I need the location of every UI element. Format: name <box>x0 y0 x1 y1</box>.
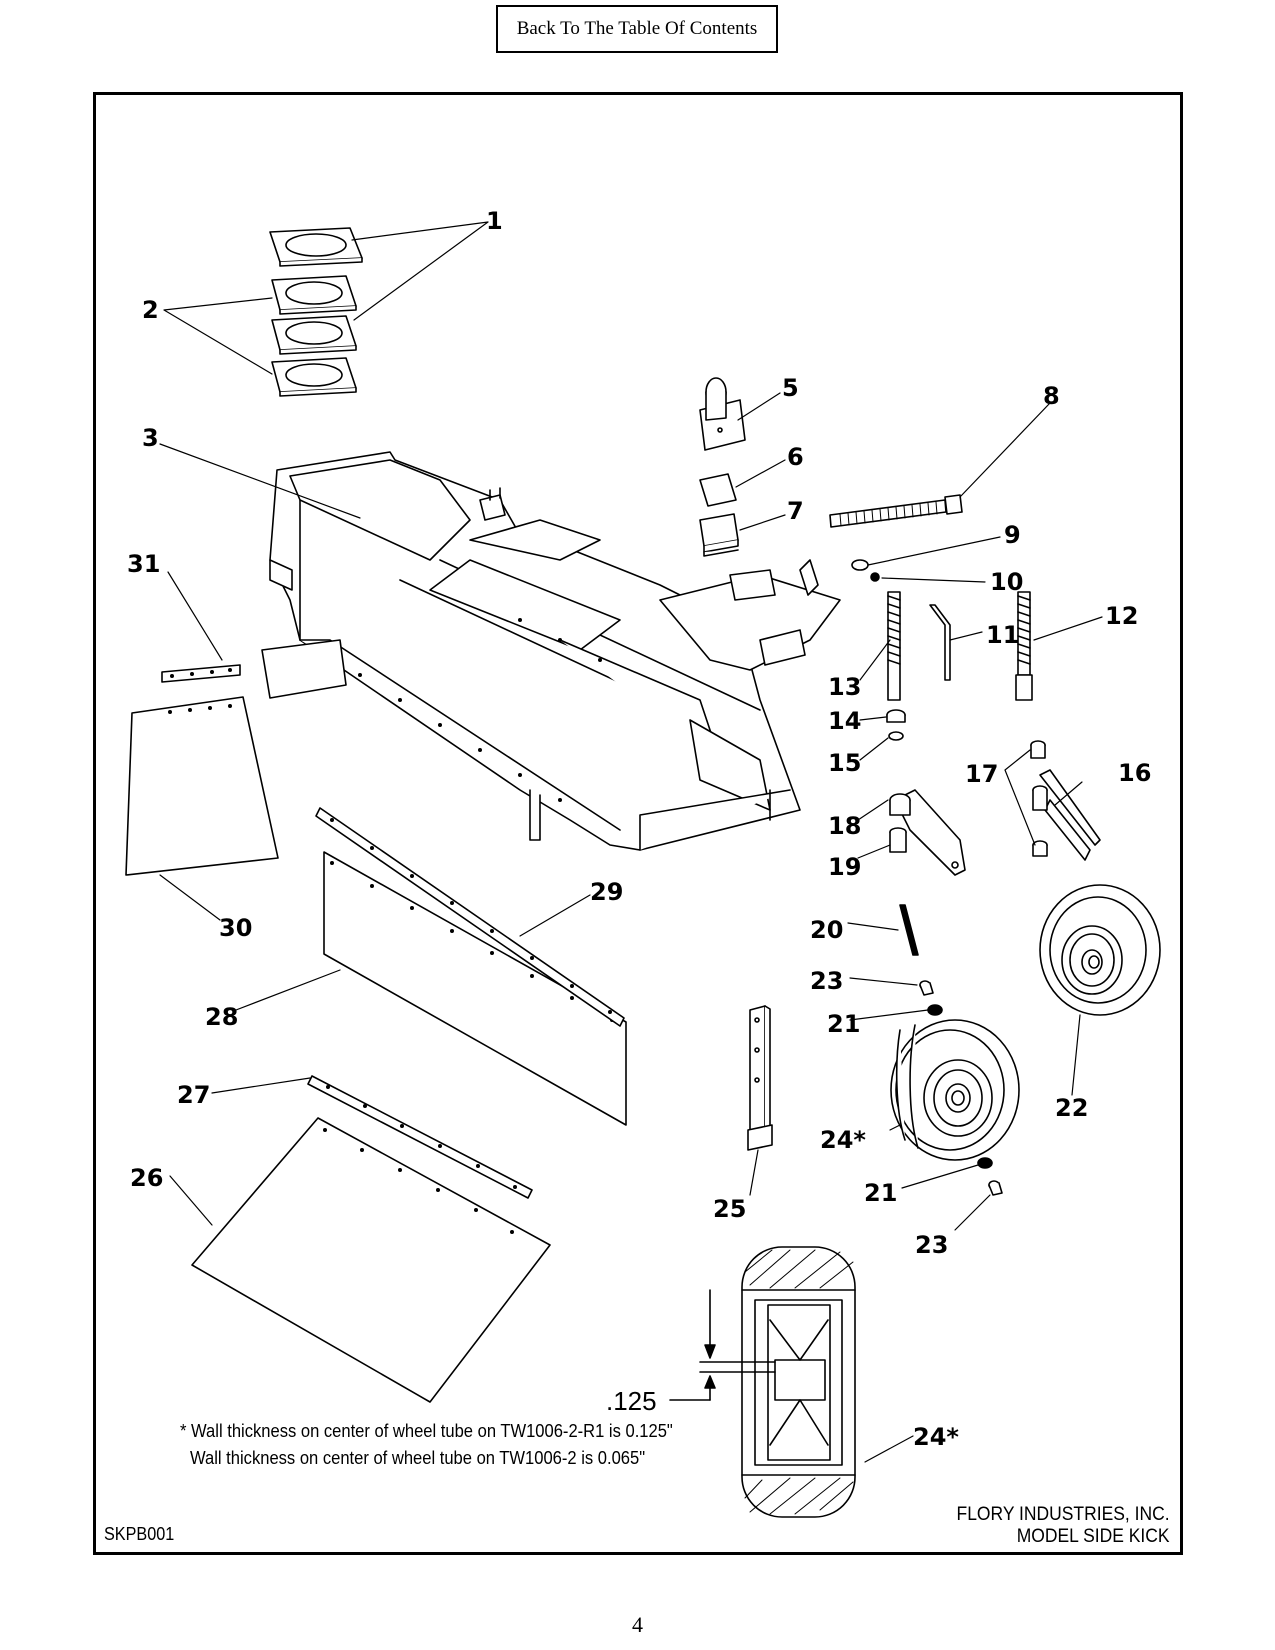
wheel-22 <box>1039 884 1161 1016</box>
rear-bracket <box>479 487 506 521</box>
drawing-frame <box>93 92 1183 1555</box>
callout-14: 14 <box>828 707 861 735</box>
axle-nut-top <box>927 1004 943 1016</box>
dimension-label: .125 <box>606 1386 657 1416</box>
clamp-strip-31 <box>161 664 241 683</box>
axle-bolt <box>899 904 919 956</box>
callout-28: 28 <box>205 1003 238 1031</box>
bent-pin <box>929 604 951 681</box>
callout-25: 25 <box>713 1195 746 1223</box>
axle-spacer-top <box>919 980 934 996</box>
caster-arm-right <box>1039 769 1101 861</box>
callout-9: 9 <box>1004 521 1021 549</box>
callout-23a: 23 <box>810 967 843 995</box>
model-name: MODEL SIDE KICK <box>1017 1526 1170 1547</box>
back-to-toc-link[interactable]: Back To The Table Of Contents <box>496 5 778 53</box>
tire-hatching <box>744 1249 854 1515</box>
shim-stack <box>699 513 739 557</box>
callout-1: 1 <box>486 207 503 235</box>
rubber-flap-26 <box>191 1117 551 1403</box>
main-chute-bolt-holes <box>358 618 602 802</box>
callout-18: 18 <box>828 812 861 840</box>
callout-8: 8 <box>1043 382 1060 410</box>
company-name: FLORY INDUSTRIES, INC. <box>956 1504 1170 1525</box>
threaded-spindle-right <box>1015 591 1033 701</box>
callout-labels: 1 2 3 5 6 7 8 9 10 11 12 13 14 15 16 17 … <box>127 207 1151 1451</box>
callout-13: 13 <box>828 673 861 701</box>
plate-stack <box>269 227 363 397</box>
callout-30: 30 <box>219 914 252 942</box>
title-block: FLORY INDUSTRIES, INC. MODEL SIDE KICK <box>957 1504 1170 1548</box>
callout-19: 19 <box>828 853 861 881</box>
callout-27: 27 <box>177 1081 210 1109</box>
clamp-strip-29 <box>315 807 625 1027</box>
callout-21b: 21 <box>864 1179 897 1207</box>
callout-24b: 24* <box>913 1423 959 1451</box>
bolt-threads <box>839 501 938 527</box>
axle-spacer-bottom <box>988 1180 1003 1196</box>
rubber-flap-28 <box>323 851 627 1126</box>
callout-21a: 21 <box>827 1010 860 1038</box>
strip-27-holes <box>326 1085 517 1189</box>
threaded-spindle-left <box>887 591 901 701</box>
mounted-side-flap <box>261 639 347 699</box>
callout-23b: 23 <box>915 1231 948 1259</box>
nut <box>870 572 880 582</box>
bushing <box>886 709 906 723</box>
dimension-arrows <box>669 1289 716 1401</box>
drawing-code: SKPB001 <box>104 1524 175 1544</box>
callout-29: 29 <box>590 878 623 906</box>
plate-2-b <box>271 357 357 397</box>
callout-3: 3 <box>142 424 159 452</box>
main-chute-body <box>269 451 801 851</box>
plate-2-a <box>271 275 357 315</box>
callout-2: 2 <box>142 296 159 324</box>
page-number: 4 <box>632 1612 643 1637</box>
callout-17: 17 <box>965 760 998 788</box>
caster-sleeve <box>889 827 907 853</box>
flap-26-holes <box>323 1128 514 1234</box>
wall-thickness-note-2: Wall thickness on center of wheel tube o… <box>190 1448 646 1468</box>
callout-10: 10 <box>990 568 1023 596</box>
callout-11: 11 <box>986 621 1019 649</box>
jack-stand <box>747 1005 773 1151</box>
flat-washer <box>888 731 904 741</box>
rubber-flap-30 <box>125 696 279 876</box>
callout-16: 16 <box>1118 759 1151 787</box>
axle-nut-bottom <box>977 1157 993 1169</box>
callout-31: 31 <box>127 550 160 578</box>
callout-24a: 24* <box>820 1126 866 1154</box>
wall-thickness-note-1: * Wall thickness on center of wheel tube… <box>180 1421 673 1441</box>
plate-1-b <box>271 315 357 355</box>
washer <box>851 559 869 571</box>
flap-30-holes <box>168 704 232 714</box>
mounting-base-plate <box>659 559 841 671</box>
wheel-24 <box>890 1019 1020 1161</box>
callout-15: 15 <box>828 749 861 777</box>
gasket-plate <box>699 473 737 507</box>
leader-lines <box>159 221 1103 1463</box>
callout-12: 12 <box>1105 602 1138 630</box>
flap-28-holes <box>330 861 614 1022</box>
pillow-block-bearing <box>699 377 746 451</box>
strip-31-holes <box>170 668 232 678</box>
callout-26: 26 <box>130 1164 163 1192</box>
spacer-bushings <box>1030 740 1048 857</box>
callout-20: 20 <box>810 916 843 944</box>
caster-arm <box>889 789 966 876</box>
callout-22: 22 <box>1055 1094 1088 1122</box>
callout-6: 6 <box>787 443 804 471</box>
plate-1-top <box>269 227 363 267</box>
callout-7: 7 <box>787 497 804 525</box>
wheel-section-view <box>699 1246 856 1518</box>
strip-29-holes <box>330 818 612 1014</box>
callout-5: 5 <box>782 374 799 402</box>
